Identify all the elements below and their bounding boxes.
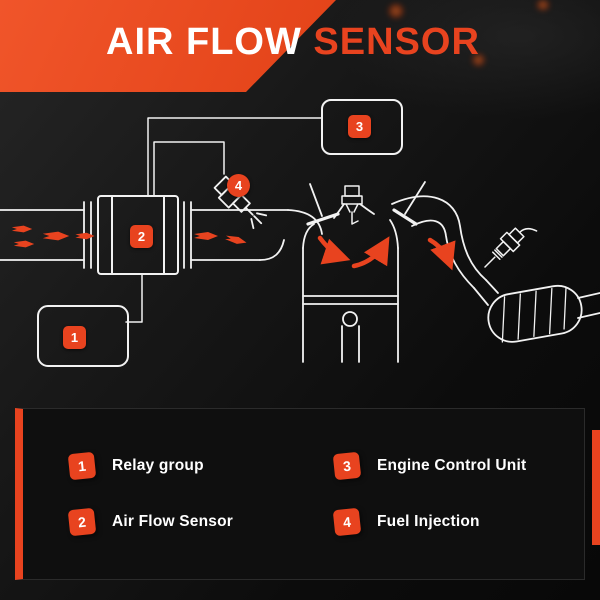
- header: AIR FLOW SENSOR: [0, 0, 600, 92]
- combustion-flow-arrows: [317, 235, 456, 271]
- legend-item-relay-group: 1 Relay group: [67, 451, 334, 481]
- photo-glint: [472, 54, 485, 66]
- cylinder-head: [302, 203, 399, 249]
- legend-label-fuel-injection: Fuel Injection: [377, 513, 480, 530]
- legend-badge-3: 3: [332, 451, 362, 481]
- exhaust-valve: [392, 181, 426, 226]
- engine-diagram: 1 2 3 4: [0, 90, 600, 405]
- exhaust-runner: [391, 195, 499, 306]
- legend-item-engine-control-unit: 3 Engine Control Unit: [332, 451, 566, 481]
- cylinder-piston: [302, 247, 399, 363]
- legend-label-air-flow-sensor: Air Flow Sensor: [112, 513, 233, 530]
- legend-panel: 1 Relay group 3 Engine Control Unit 2 Ai…: [15, 408, 585, 580]
- photo-glint: [388, 4, 404, 18]
- intake-valve: [306, 183, 340, 226]
- diagram-badge-fuel-injection: 4: [227, 174, 250, 197]
- ecu-box: [321, 99, 403, 155]
- legend-label-engine-control-unit: Engine Control Unit: [377, 457, 527, 474]
- legend-label-relay-group: Relay group: [112, 457, 204, 474]
- title-white: AIR FLOW: [106, 21, 302, 63]
- spark-plug: [341, 185, 363, 225]
- right-accent-strip: [592, 430, 600, 545]
- diagram-badge-engine-control-unit: 3: [348, 115, 371, 138]
- title-accent: SENSOR: [313, 21, 480, 63]
- intake-pipe: [0, 201, 323, 269]
- diagram-badge-relay-group: 1: [63, 326, 86, 349]
- catalytic-converter: [487, 284, 583, 343]
- relay-box: [37, 305, 129, 367]
- page-title: AIR FLOW SENSOR: [106, 21, 480, 64]
- engine-diagram-art: [0, 99, 600, 367]
- legend-badge-2: 2: [67, 507, 97, 537]
- legend-item-fuel-injection: 4 Fuel Injection: [332, 507, 566, 537]
- photo-glint: [536, 0, 550, 10]
- oxygen-sensor: [484, 227, 538, 268]
- tail-pipe: [577, 292, 600, 319]
- wiring: [125, 117, 323, 323]
- legend-badge-4: 4: [332, 507, 362, 537]
- legend-item-air-flow-sensor: 2 Air Flow Sensor: [67, 507, 334, 537]
- legend-badge-1: 1: [67, 451, 97, 481]
- diagram-badge-air-flow-sensor: 2: [130, 225, 153, 248]
- air-flow-sensor-body: [97, 195, 179, 275]
